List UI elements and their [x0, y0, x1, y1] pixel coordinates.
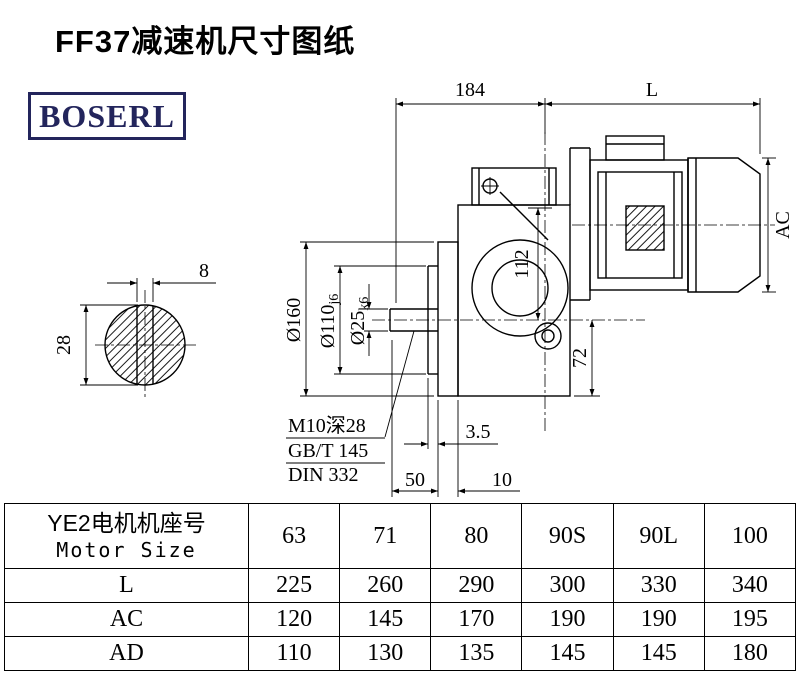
reducer-side-view: 184 L AC 112 72 Ø160	[283, 79, 794, 497]
size-col-header: 100	[703, 503, 797, 569]
dim-top-length: L	[646, 79, 658, 101]
input-cap	[471, 167, 557, 241]
output-flange	[437, 241, 459, 397]
dim-dia110-label: Ø110j6	[317, 294, 342, 349]
table-row-L: L 225 260 290 300 330 340	[4, 568, 797, 603]
dim-3-5-label: 3.5	[466, 421, 491, 443]
dim-bottom: 3.5 50 10	[391, 340, 520, 497]
table-cell: 340	[703, 568, 797, 603]
dim-112-label: 112	[511, 249, 533, 278]
tapped-hole-notes: M10深28 GB/T 145 DIN 332	[286, 330, 415, 486]
technical-drawing: 8 28	[53, 79, 794, 497]
dimension-table: YE2电机机座号 Motor Size 63 71 80 90S 90L 100…	[4, 503, 797, 671]
dim-motor-height: AC	[762, 157, 794, 293]
note-din: DIN 332	[288, 464, 359, 486]
fan-cowl	[687, 157, 761, 293]
table-cell: 180	[703, 636, 797, 671]
dim-flange-dia: Ø160	[283, 241, 434, 397]
motor-body	[589, 135, 689, 291]
dim-spigot-dia: Ø110j6	[317, 265, 426, 375]
terminal-box	[605, 135, 665, 161]
table-cell: 330	[612, 568, 705, 603]
table-cell: 145	[339, 602, 432, 637]
table-cell: 190	[521, 602, 614, 637]
size-col-header: 90L	[612, 503, 705, 569]
brand-logo-box: BOSERL	[28, 92, 186, 140]
table-cell: 170	[430, 602, 523, 637]
dim-10-label: 10	[492, 469, 512, 491]
dim-key-width: 8	[199, 260, 209, 282]
rotor-section	[625, 205, 665, 251]
motor-size-cn: YE2电机机座号	[47, 509, 206, 536]
row-label: AC	[4, 602, 249, 637]
note-m10: M10深28	[288, 414, 366, 437]
dim-dia25-label: Ø25k6	[347, 297, 372, 345]
dim-top-width: 184	[455, 79, 485, 101]
flange-spigot	[427, 265, 438, 375]
table-cell: 145	[612, 636, 705, 671]
dim-section-height: 28	[53, 335, 75, 355]
size-col-header: 80	[430, 503, 523, 569]
brand-logo-text: BOSERL	[39, 98, 175, 134]
table-cell: 225	[247, 568, 341, 603]
row-label: AD	[4, 636, 249, 671]
dim-top: 184 L	[395, 79, 761, 303]
note-gbt: GB/T 145	[288, 440, 368, 462]
gear-housing	[457, 204, 571, 397]
internal-gears	[471, 239, 569, 350]
row-label: L	[4, 568, 249, 603]
dim-bottom-height: 72	[569, 320, 600, 397]
dim-ac-label: AC	[772, 211, 794, 239]
table-header-row: YE2电机机座号 Motor Size 63 71 80 90S 90L 100	[4, 503, 797, 569]
dim-center-height: 112	[511, 207, 552, 320]
page-title: FF37减速机尺寸图纸	[55, 24, 356, 59]
size-col-header: 90S	[521, 503, 614, 569]
size-col-header: 63	[247, 503, 341, 569]
table-cell: 260	[339, 568, 432, 603]
table-cell: 190	[612, 602, 705, 637]
table-cell: 120	[247, 602, 341, 637]
shaft-cross-section: 8 28	[53, 260, 216, 400]
dim-shaft-dia: Ø25k6	[347, 284, 388, 356]
dim-72-label: 72	[569, 348, 591, 368]
motor-adapter	[569, 147, 591, 301]
motor-size-header-cell: YE2电机机座号 Motor Size	[4, 503, 249, 569]
table-row-AD: AD 110 130 135 145 145 180	[4, 636, 797, 671]
table-cell: 110	[247, 636, 341, 671]
dim-dia160-label: Ø160	[283, 298, 305, 342]
table-cell: 195	[703, 602, 797, 637]
table-cell: 130	[339, 636, 432, 671]
table-row-AC: AC 120 145 170 190 190 195	[4, 602, 797, 637]
table-cell: 300	[521, 568, 614, 603]
motor-size-en: Motor Size	[56, 538, 197, 563]
dim-50-label: 50	[405, 469, 425, 491]
table-cell: 145	[521, 636, 614, 671]
table-cell: 135	[430, 636, 523, 671]
size-col-header: 71	[339, 503, 432, 569]
table-cell: 290	[430, 568, 523, 603]
